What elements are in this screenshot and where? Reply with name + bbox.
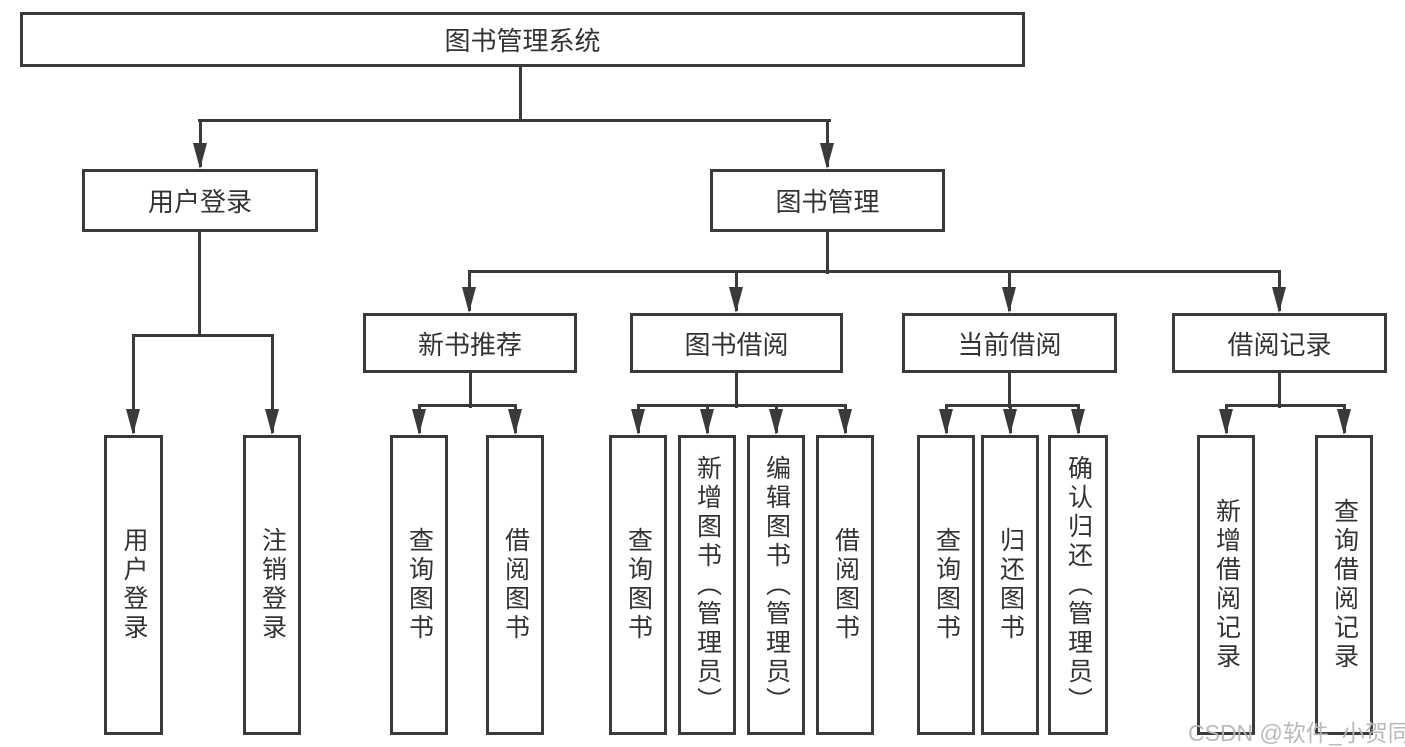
arrow-down-icon — [700, 409, 714, 435]
leaf-records-query-record-label: 查询借阅记录 — [1330, 498, 1359, 672]
connector-line — [637, 404, 847, 407]
connector-line — [469, 373, 472, 408]
connector-line — [198, 119, 831, 122]
node-borrowing-records-label: 借阅记录 — [1227, 329, 1332, 360]
node-library-management-system-label: 图书管理系统 — [444, 26, 601, 56]
node-new-book-recommendation: 新书推荐 — [363, 313, 577, 373]
leaf-current-return-books-label: 归还图书 — [996, 527, 1025, 643]
connector-line — [945, 404, 1080, 407]
node-current-borrowing-label: 当前借阅 — [957, 329, 1062, 360]
leaf-borrowing-query-books: 查询图书 — [609, 435, 667, 735]
leaf-borrowing-add-books-admin-label: 新增图书（管理员） — [693, 454, 722, 716]
node-current-borrowing: 当前借阅 — [902, 313, 1117, 373]
connector-line — [1278, 373, 1281, 408]
leaf-borrowing-edit-books-admin: 编辑图书（管理员） — [747, 435, 805, 735]
leaf-borrowing-borrow-books-label: 借阅图书 — [831, 527, 860, 643]
leaf-newbooks-borrow-books: 借阅图书 — [486, 435, 544, 735]
leaf-logout-label: 注销登录 — [258, 527, 287, 643]
leaf-user-login-label: 用户登录 — [120, 527, 148, 643]
node-user-login: 用户登录 — [82, 169, 318, 232]
leaf-newbooks-query-books: 查询图书 — [390, 435, 448, 735]
node-book-management-label: 图书管理 — [775, 187, 880, 217]
leaf-borrowing-edit-books-admin-label: 编辑图书（管理员） — [762, 454, 791, 716]
arrow-down-icon — [1071, 409, 1085, 435]
leaf-current-confirm-return-admin-label: 确认归还（管理员） — [1064, 454, 1093, 716]
leaf-current-return-books: 归还图书 — [981, 435, 1039, 735]
node-library-management-system: 图书管理系统 — [20, 12, 1025, 67]
connector-line — [132, 334, 135, 433]
leaf-user-login: 用户登录 — [104, 435, 163, 735]
node-book-management: 图书管理 — [710, 169, 945, 232]
connector-line — [519, 67, 522, 122]
csdn-watermark: CSDN @软件_小贺同学 — [1188, 720, 1405, 746]
leaf-current-confirm-return-admin: 确认归还（管理员） — [1048, 435, 1108, 735]
connector-line — [735, 373, 738, 408]
arrow-down-icon — [1272, 287, 1286, 313]
arrow-down-icon — [1003, 409, 1017, 435]
leaf-records-query-record: 查询借阅记录 — [1315, 435, 1373, 735]
leaf-current-query-books: 查询图书 — [917, 435, 975, 735]
leaf-records-add-record: 新增借阅记录 — [1197, 435, 1255, 735]
arrow-down-icon — [126, 409, 140, 435]
node-book-borrowing-label: 图书借阅 — [684, 329, 789, 360]
leaf-borrowing-add-books-admin: 新增图书（管理员） — [678, 435, 736, 735]
connector-line — [826, 232, 829, 274]
leaf-newbooks-query-books-label: 查询图书 — [405, 527, 434, 643]
leaf-current-query-books-label: 查询图书 — [932, 527, 961, 643]
leaf-borrowing-borrow-books: 借阅图书 — [816, 435, 874, 735]
node-book-borrowing: 图书借阅 — [630, 313, 843, 373]
arrow-down-icon — [769, 409, 783, 435]
node-new-book-recommendation-label: 新书推荐 — [417, 329, 522, 360]
arrow-down-icon — [939, 409, 953, 435]
arrow-down-icon — [631, 409, 645, 435]
connector-line — [198, 232, 201, 337]
arrow-down-icon — [820, 143, 834, 169]
arrow-down-icon — [508, 409, 522, 435]
leaf-records-add-record-label: 新增借阅记录 — [1212, 498, 1241, 672]
connector-line — [1225, 404, 1346, 407]
connector-line — [1008, 373, 1011, 408]
connector-line — [271, 334, 274, 433]
arrow-down-icon — [1337, 409, 1351, 435]
connector-line — [418, 404, 517, 407]
leaf-newbooks-borrow-books-label: 借阅图书 — [501, 527, 530, 643]
arrow-down-icon — [1219, 409, 1233, 435]
arrow-down-icon — [729, 287, 743, 313]
node-borrowing-records: 借阅记录 — [1172, 313, 1387, 373]
leaf-logout: 注销登录 — [243, 435, 301, 735]
arrow-down-icon — [838, 409, 852, 435]
connector-line — [132, 334, 274, 337]
arrow-down-icon — [1002, 287, 1016, 313]
arrow-down-icon — [265, 409, 279, 435]
connector-line — [468, 270, 1280, 273]
leaf-borrowing-query-books-label: 查询图书 — [624, 527, 653, 643]
arrow-down-icon — [193, 143, 207, 169]
node-user-login-label: 用户登录 — [147, 187, 252, 217]
arrow-down-icon — [412, 409, 426, 435]
arrow-down-icon — [462, 287, 476, 313]
